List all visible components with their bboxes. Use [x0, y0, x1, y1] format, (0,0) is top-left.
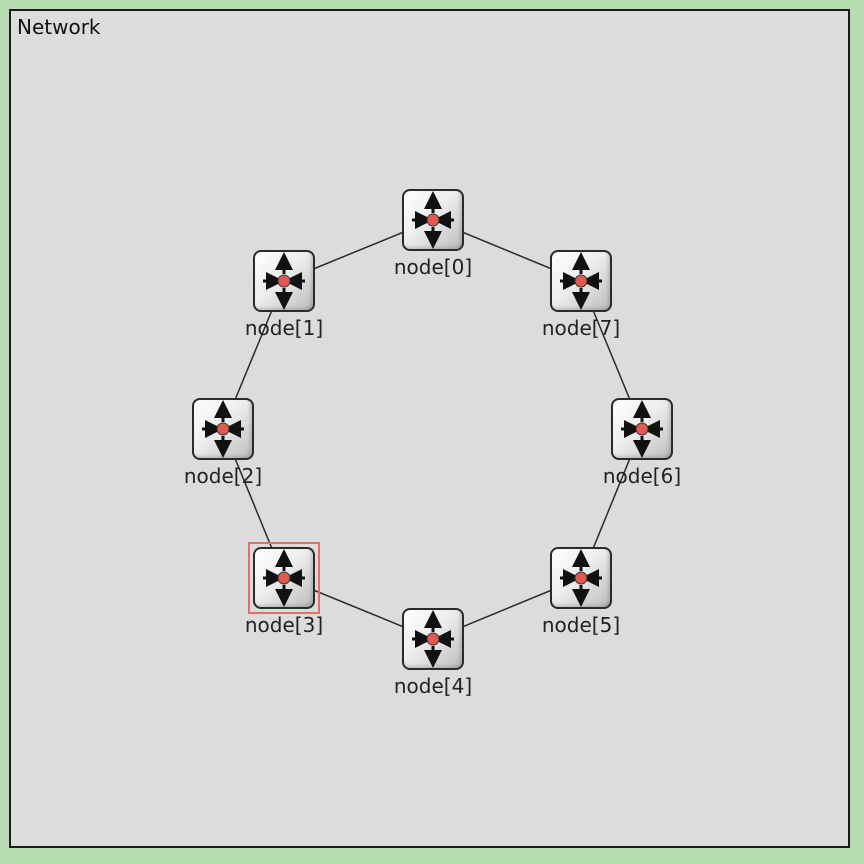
node-2[interactable]: node[2] [184, 398, 262, 488]
router-icon [253, 250, 315, 312]
router-icon [402, 189, 464, 251]
node-1[interactable]: node[1] [245, 250, 323, 340]
network-title: Network [17, 15, 101, 39]
node-label: node[3] [244, 613, 324, 637]
node-4[interactable]: node[4] [394, 608, 472, 698]
node-0[interactable]: node[0] [394, 189, 472, 279]
network-canvas[interactable]: Network node[0] node[1] node[2] node[3] … [9, 9, 850, 848]
router-icon [253, 547, 315, 609]
selection-highlight [248, 542, 320, 614]
node-label: node[7] [541, 316, 621, 340]
router-icon [611, 398, 673, 460]
router-icon [550, 250, 612, 312]
node-label: node[0] [393, 255, 473, 279]
node-3[interactable]: node[3] [245, 542, 323, 637]
node-5[interactable]: node[5] [542, 547, 620, 637]
node-label: node[6] [602, 464, 682, 488]
node-6[interactable]: node[6] [603, 398, 681, 488]
node-label: node[5] [541, 613, 621, 637]
router-icon [550, 547, 612, 609]
node-label: node[2] [183, 464, 263, 488]
node-7[interactable]: node[7] [542, 250, 620, 340]
node-label: node[4] [393, 674, 473, 698]
router-icon [402, 608, 464, 670]
network-links [222, 219, 643, 640]
router-icon [192, 398, 254, 460]
node-label: node[1] [244, 316, 324, 340]
